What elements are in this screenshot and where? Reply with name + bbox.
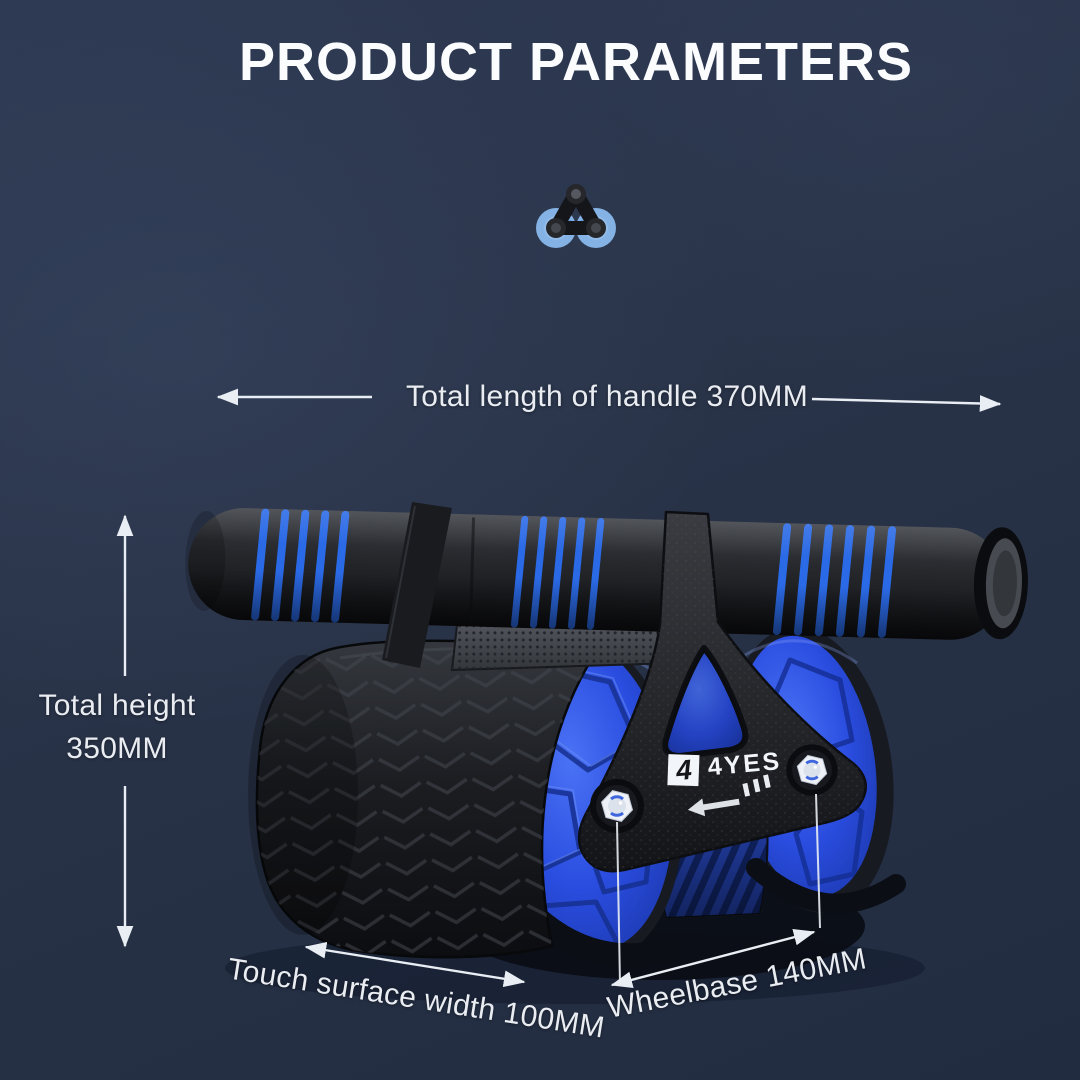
dimension-label-handle-length: Total length of handle 370MM [406,380,808,413]
wheelbase-leader-line-right [815,793,821,929]
dimension-label-total-height: Total height 350MM [38,684,195,770]
left-support-arm [382,502,452,668]
brand-name-label: 4YES [707,747,783,781]
touch-width-arrow-icon [304,941,526,988]
direction-arrow-icon [687,798,740,817]
wheelbase-leader-line-left [616,821,621,985]
handle-length-arrow-right-icon [811,395,1002,412]
wheelbase-arrow-icon [610,928,816,989]
total-height-value: 350MM [66,732,168,765]
roller-drum [248,639,599,959]
handle-bar [185,508,1028,640]
page-title: PRODUCT PARAMETERS [238,32,914,92]
hex-bolt-right [784,742,840,798]
brand-mark-icon [536,184,616,248]
right-wheel-rim [746,858,906,914]
brand-logo: 4 4YES [667,747,783,786]
brand-mark-label: 4 [674,754,694,786]
brand-mark-frame [549,186,603,235]
bracket-cutout [662,645,749,759]
total-height-text: Total height [38,689,196,722]
tick-marks-icon [742,774,771,797]
dimension-arrows [116,388,1002,989]
handle-end-cap [973,527,1028,640]
